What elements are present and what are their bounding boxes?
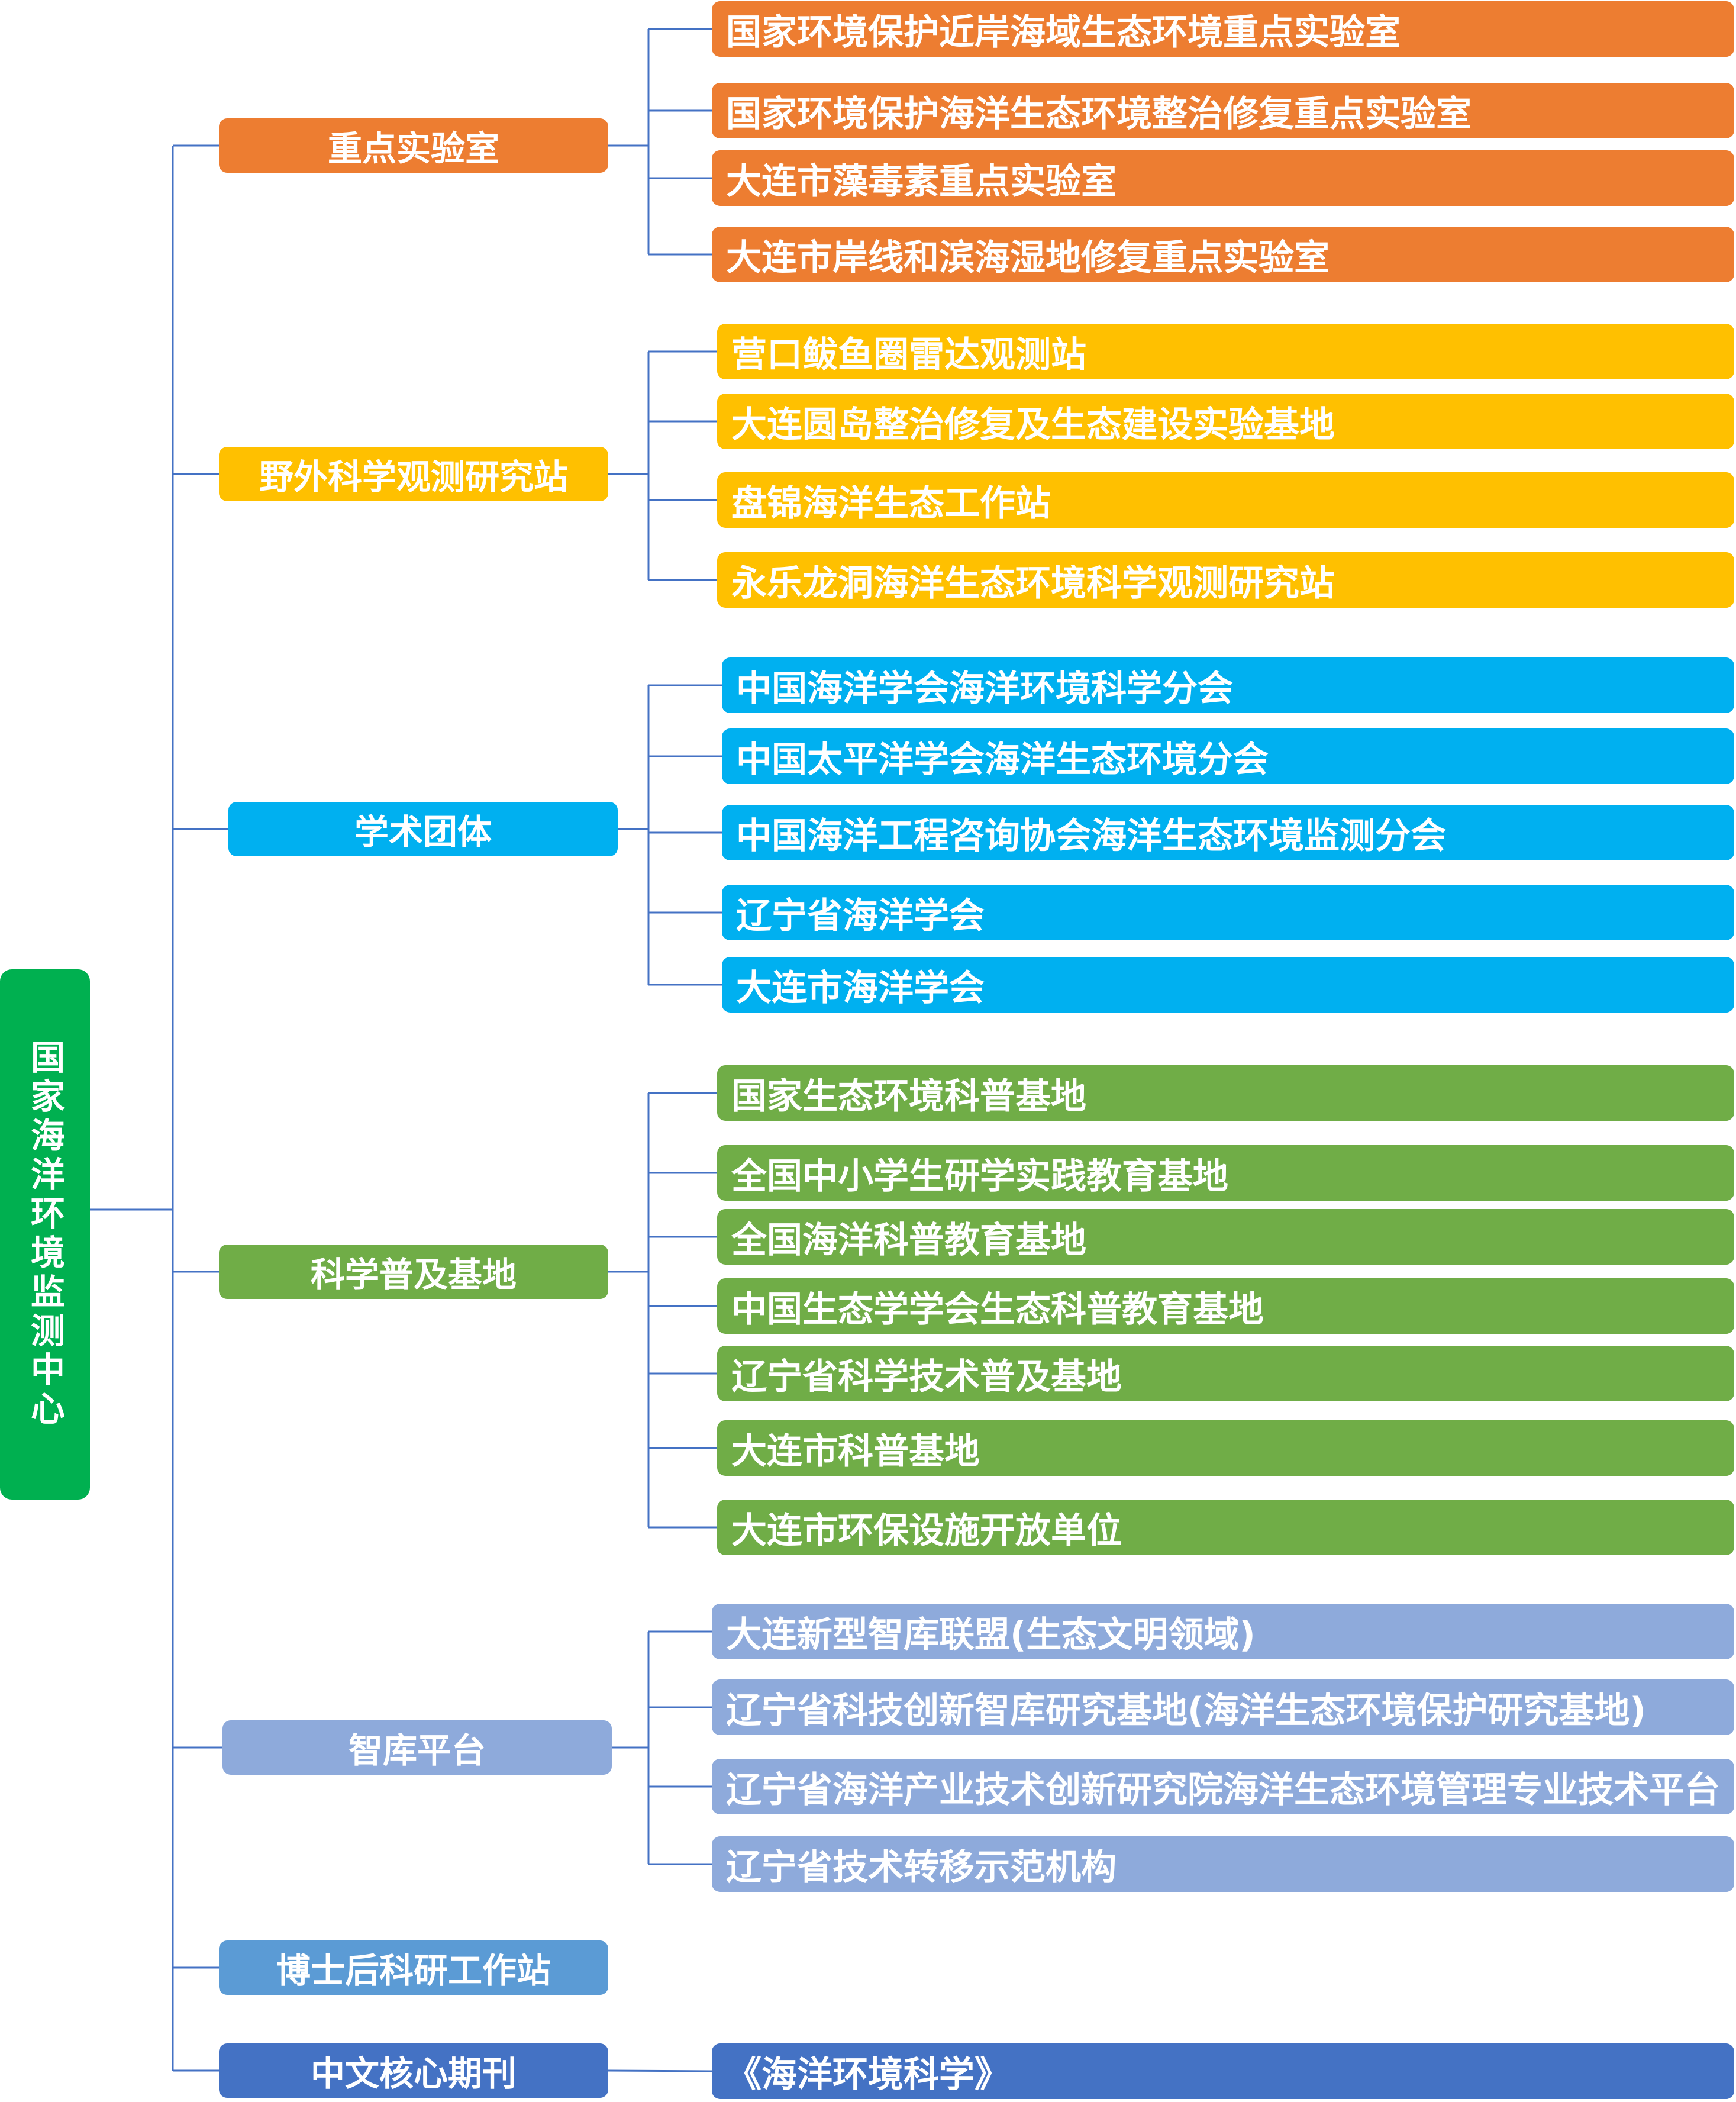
leaf-node: 大连市岸线和滨海湿地修复重点实验室 xyxy=(712,227,1734,282)
category-node-academic-societies: 学术团体 xyxy=(228,802,618,856)
leaf-node: 营口鲅鱼圈雷达观测站 xyxy=(717,324,1734,379)
leaf-node: 辽宁省海洋产业技术创新研究院海洋生态环境管理专业技术平台 xyxy=(712,1759,1734,1814)
leaf-node: 大连新型智库联盟(生态文明领域) xyxy=(712,1604,1734,1659)
leaf-node: 全国海洋科普教育基地 xyxy=(717,1209,1734,1265)
leaf-node: 中国太平洋学会海洋生态环境分会 xyxy=(722,728,1734,784)
leaf-node: 国家环境保护海洋生态环境整治修复重点实验室 xyxy=(712,83,1734,138)
leaf-node: 国家生态环境科普基地 xyxy=(717,1065,1734,1121)
leaf-node: 辽宁省海洋学会 xyxy=(722,885,1734,940)
category-node-field-stations: 野外科学观测研究站 xyxy=(219,447,608,501)
leaf-node: 中国海洋学会海洋环境科学分会 xyxy=(722,657,1734,713)
category-node-think-tanks: 智库平台 xyxy=(222,1720,612,1775)
leaf-node: 辽宁省科技创新智库研究基地(海洋生态环境保护研究基地) xyxy=(712,1679,1734,1735)
leaf-node: 大连市海洋学会 xyxy=(722,957,1734,1013)
leaf-node: 中国生态学学会生态科普教育基地 xyxy=(717,1278,1734,1334)
category-node-science-bases: 科学普及基地 xyxy=(219,1245,608,1299)
leaf-node: 全国中小学生研学实践教育基地 xyxy=(717,1145,1734,1201)
leaf-node: 中国海洋工程咨询协会海洋生态环境监测分会 xyxy=(722,805,1734,860)
leaf-node: 永乐龙洞海洋生态环境科学观测研究站 xyxy=(717,552,1734,608)
leaf-node: 盘锦海洋生态工作站 xyxy=(717,472,1734,528)
leaf-node: 大连圆岛整治修复及生态建设实验基地 xyxy=(717,394,1734,449)
root-node: 国家海洋环境监测中心 xyxy=(0,969,90,1500)
leaf-node: 辽宁省科学技术普及基地 xyxy=(717,1346,1734,1401)
leaf-node: 国家环境保护近岸海域生态环境重点实验室 xyxy=(712,1,1734,57)
leaf-node: 大连市藻毒素重点实验室 xyxy=(712,150,1734,206)
leaf-node: 大连市环保设施开放单位 xyxy=(717,1500,1734,1555)
leaf-node: 辽宁省技术转移示范机构 xyxy=(712,1836,1734,1892)
category-node-key-labs: 重点实验室 xyxy=(219,118,608,173)
leaf-node: 《海洋环境科学》 xyxy=(712,2043,1734,2099)
category-node-core-journal: 中文核心期刊 xyxy=(219,2043,608,2098)
category-node-postdoc-station: 博士后科研工作站 xyxy=(219,1940,608,1995)
leaf-node: 大连市科普基地 xyxy=(717,1420,1734,1476)
